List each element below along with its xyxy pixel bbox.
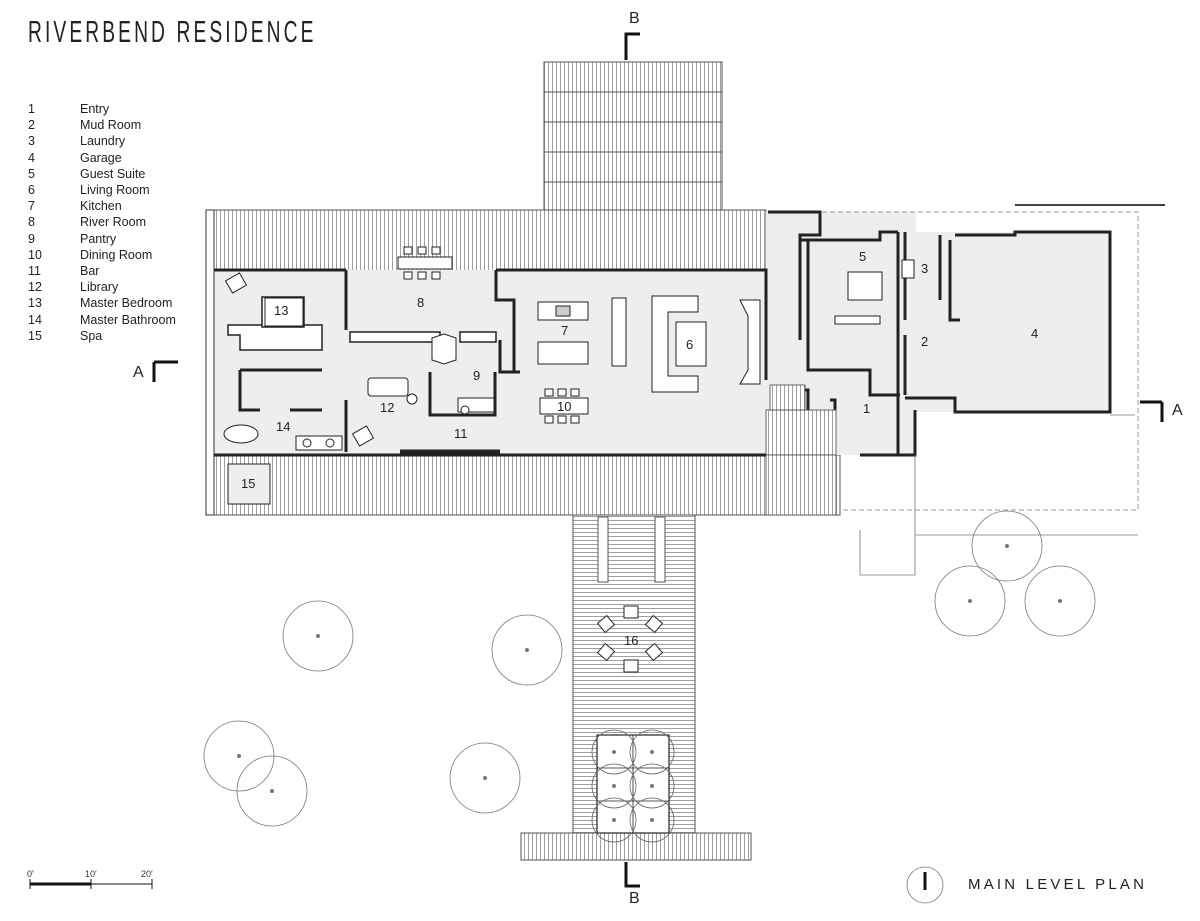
room-label-2: 2 — [921, 334, 928, 349]
room-label-10: 10 — [557, 399, 571, 414]
legend-number: 15 — [28, 328, 42, 343]
room-label-3: 3 — [921, 261, 928, 276]
legend-number: 14 — [28, 312, 42, 327]
plan-title: MAIN LEVEL PLAN — [968, 876, 1148, 893]
legend-room-name: Dining Room — [80, 247, 153, 262]
site-trees — [203, 510, 1096, 827]
site-tree-dots — [237, 544, 1062, 793]
room-label-16: 16 — [624, 633, 638, 648]
outdoor-seating — [596, 605, 664, 673]
legend-item: 7 Kitchen — [28, 198, 176, 214]
legend-room-name: Garage — [80, 150, 122, 165]
furniture — [223, 246, 915, 505]
legend-room-name: Kitchen — [80, 199, 122, 214]
room-legend: 1 Entry 2 Mud Room 3 Laundry 4 Garage 5 Guest… — [28, 101, 176, 344]
section-b-top-label: B — [629, 10, 640, 27]
legend-room-name: Guest Suite — [80, 166, 146, 181]
legend-number: 1 — [28, 102, 35, 116]
legend-item: 8 River Room — [28, 214, 176, 230]
legend-item: 11 Bar — [28, 263, 176, 279]
scale-label-0: 0' — [27, 869, 34, 879]
legend-room-name: Master Bathroom — [80, 312, 176, 327]
room-label-4: 4 — [1031, 326, 1038, 341]
room-label-13: 13 — [274, 303, 288, 318]
scale-label-10: 10' — [85, 869, 97, 879]
legend-item: 13 Master Bedroom — [28, 295, 176, 311]
legend-room-name: Pantry — [80, 231, 117, 246]
legend-number: 11 — [28, 264, 41, 279]
drawing-title: RIVERBEND RESIDENCE — [28, 14, 317, 49]
legend-item: 1 Entry — [28, 101, 176, 117]
legend-room-name: Master Bedroom — [80, 296, 173, 311]
legend-item: 4 Garage — [28, 150, 176, 166]
legend-number: 8 — [28, 215, 35, 230]
legend-item: 14 Master Bathroom — [28, 312, 176, 328]
legend-number: 10 — [28, 247, 42, 262]
legend-number: 6 — [28, 183, 35, 198]
legend-number: 7 — [28, 199, 35, 214]
room-label-8: 8 — [417, 295, 424, 310]
legend-number: 12 — [28, 280, 42, 295]
legend-room-name: Spa — [80, 328, 103, 343]
section-a-left-label: A — [133, 364, 144, 381]
scale-bar — [29, 879, 153, 889]
legend-room-name: Laundry — [80, 134, 126, 149]
room-labels: 1 2 3 4 5 6 7 8 9 10 11 12 13 14 15 16 — [241, 249, 1038, 648]
legend-item: 5 Guest Suite — [28, 166, 176, 182]
legend-number: 4 — [28, 150, 35, 165]
legend-number: 3 — [28, 134, 35, 149]
legend-room-name: Mud Room — [80, 118, 142, 133]
legend-item: 15 Spa — [28, 328, 176, 344]
section-a-right-label: A — [1172, 402, 1183, 419]
room-label-12: 12 — [380, 400, 394, 415]
deck-north — [543, 61, 723, 213]
planter-tree-dots — [612, 750, 654, 822]
room-label-6: 6 — [686, 337, 693, 352]
legend-room-name: Bar — [80, 264, 100, 279]
legend-room-name: Library — [80, 280, 119, 295]
room-label-15: 15 — [241, 476, 255, 491]
legend-item: 10 Dining Room — [28, 247, 176, 263]
legend-number: 2 — [28, 118, 35, 133]
room-label-5: 5 — [859, 249, 866, 264]
room-label-14: 14 — [276, 419, 290, 434]
room-label-11: 11 — [454, 426, 468, 441]
legend-item: 3 Laundry — [28, 133, 176, 149]
legend-item: 2 Mud Room — [28, 117, 176, 133]
legend-item: 6 Living Room — [28, 182, 176, 198]
room-label-1: 1 — [863, 401, 870, 416]
north-arrow — [906, 866, 944, 904]
stairs — [765, 384, 837, 516]
legend-number: 13 — [28, 296, 42, 311]
room-label-9: 9 — [473, 368, 480, 383]
section-b-bottom-label: B — [629, 890, 640, 907]
legend-number: 5 — [28, 166, 35, 181]
legend-room-name: Living Room — [80, 183, 150, 198]
legend-room-name: River Room — [80, 215, 146, 230]
planter-trees — [591, 729, 675, 843]
section-marker-lines — [152, 32, 1164, 888]
deck-terrace — [205, 209, 841, 516]
legend-item: 9 Pantry — [28, 231, 176, 247]
legend-item: 12 Library — [28, 279, 176, 295]
room-label-7: 7 — [561, 323, 568, 338]
scale-label-20: 20' — [141, 869, 153, 879]
site-lines — [822, 204, 1165, 576]
legend-number: 9 — [28, 231, 35, 246]
legend-room-name: Entry — [80, 102, 110, 116]
